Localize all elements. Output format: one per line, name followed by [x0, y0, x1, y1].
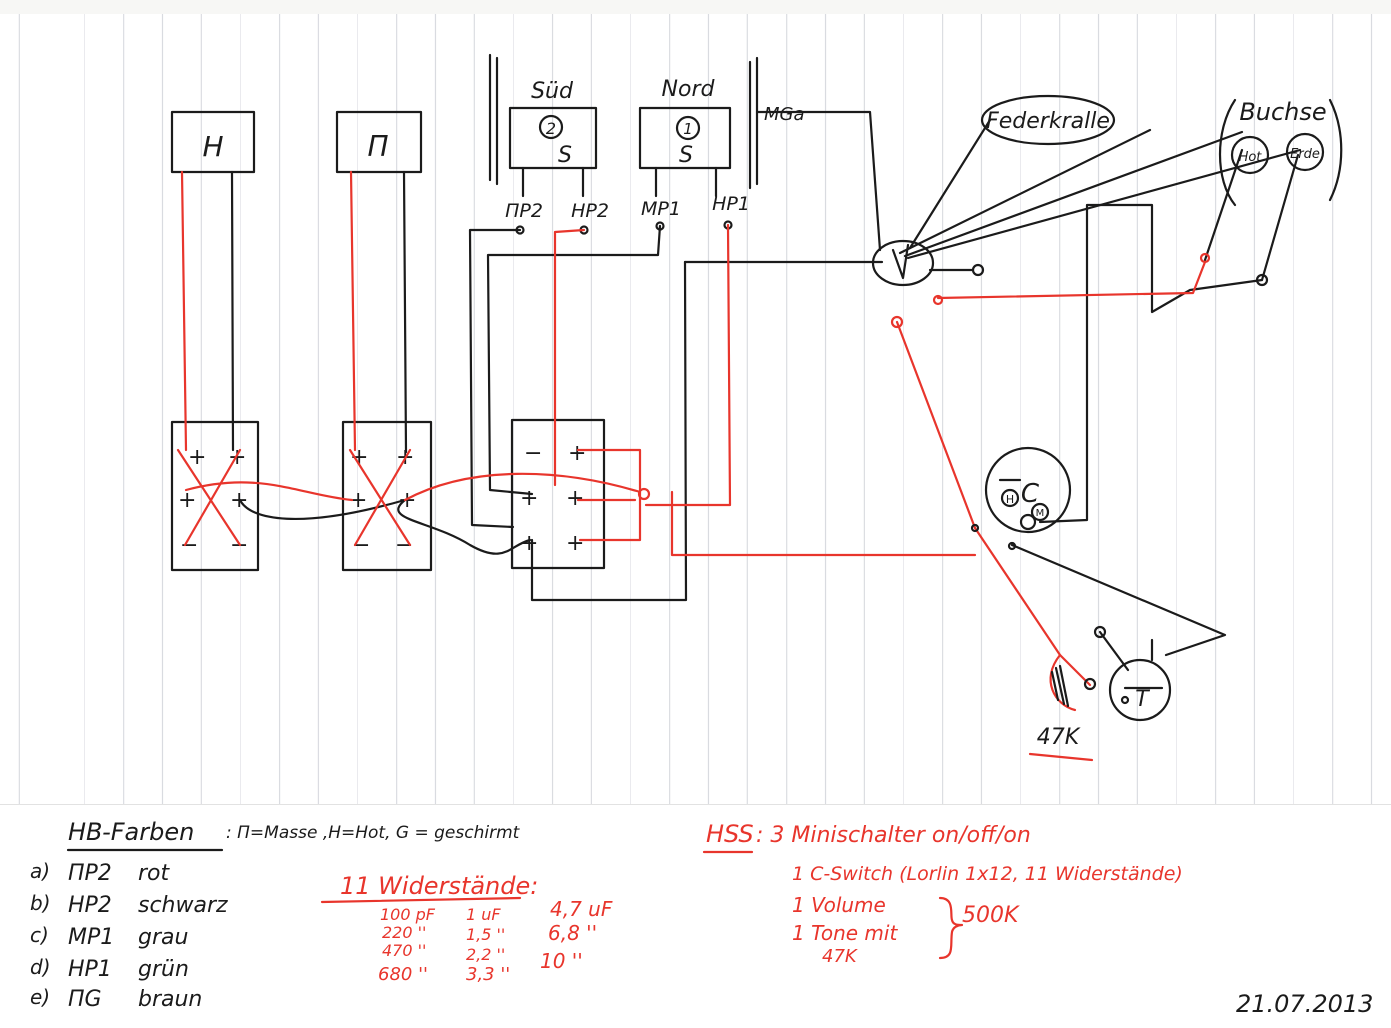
terminal-hp2: HP2	[571, 200, 609, 222]
svg-text:ΠP2: ΠP2	[68, 861, 112, 886]
switch-block-3: − + + + + +	[510, 418, 606, 570]
svg-text:+: +	[520, 486, 538, 511]
hss-line2: 1 C-Switch (Lorlin 1x12, 11 Widerstände)	[792, 863, 1183, 885]
hss-notes: HSS : 3 Minischalter on/off/on 1 C-Switc…	[702, 820, 1183, 967]
svg-text:d): d)	[30, 955, 51, 979]
north-number: 1	[683, 120, 693, 138]
legend-title: HB-Farben	[68, 818, 194, 846]
hss-line4: 1 Tone mit	[792, 921, 898, 945]
resistor-table-title: 11 Widerstände:	[340, 872, 538, 900]
terminal-mp1: MP1	[641, 198, 681, 220]
legend-definition: : Π=Masse ,H=Hot, G = geschirmt	[226, 823, 521, 843]
svg-text:+: +	[349, 488, 367, 513]
svg-text:+: +	[178, 488, 196, 513]
switch-block-2: + + + + − −	[341, 420, 433, 572]
svg-text:100 pF: 100 pF	[380, 905, 436, 924]
svg-text:e): e)	[30, 985, 50, 1009]
svg-text:+: +	[566, 486, 584, 511]
c-switch-m: M	[1036, 508, 1045, 519]
resistor-underline	[1028, 752, 1094, 762]
svg-text:+: +	[568, 441, 586, 466]
svg-text:220 '': 220 ''	[382, 923, 426, 942]
black-wires	[230, 110, 1302, 657]
resistor-label: 47K	[1037, 725, 1081, 750]
jack-ground: Erde	[1290, 147, 1320, 162]
single-coil-north: Nord 1 S	[638, 56, 759, 198]
svg-text:−: −	[524, 441, 542, 466]
north-title: Nord	[662, 77, 716, 102]
svg-text:−: −	[352, 533, 370, 558]
terminal-mg: MGa	[764, 104, 805, 125]
svg-text:−: −	[395, 533, 413, 558]
svg-text:braun: braun	[138, 987, 202, 1012]
south-pole: S	[558, 143, 572, 168]
date-label: 21.07.2013	[1236, 990, 1373, 1018]
svg-text:10 '': 10 ''	[540, 949, 583, 973]
claw-label: Federkralle	[986, 109, 1110, 134]
svg-text:6,8 '': 6,8 ''	[548, 921, 597, 945]
north-pole: S	[679, 143, 693, 168]
jack-hot: Hot	[1239, 150, 1263, 165]
pickup-m-label: Π	[367, 130, 388, 163]
claw: Federkralle	[980, 94, 1116, 146]
svg-text:ΠG: ΠG	[68, 987, 102, 1012]
svg-text:schwarz: schwarz	[138, 893, 228, 918]
tone-pot: T	[1083, 625, 1172, 722]
pickup-h-label: H	[202, 130, 223, 163]
svg-text:+: +	[566, 531, 584, 556]
legend: HB-Farben : Π=Masse ,H=Hot, G = geschirm…	[30, 818, 521, 1012]
resistor-table: 11 Widerstände: 100 pF 1 uF 4,7 uF 220 '…	[320, 872, 613, 985]
south-title: Süd	[531, 79, 574, 104]
svg-text:grün: grün	[138, 957, 189, 982]
hss-line3: 1 Volume	[792, 893, 886, 917]
terminal-mp2: ΠP2	[505, 200, 543, 222]
svg-text:b): b)	[30, 891, 51, 915]
svg-text:+: +	[520, 531, 538, 556]
svg-text:HP1: HP1	[68, 957, 112, 982]
jack-label: Buchse	[1239, 98, 1326, 126]
svg-text:2,2 '': 2,2 ''	[466, 945, 505, 964]
tone-label: T	[1135, 687, 1150, 712]
svg-text:+: +	[350, 445, 368, 470]
svg-text:1 uF: 1 uF	[466, 905, 501, 924]
svg-text:+: +	[398, 488, 416, 513]
resistor-hatch	[1050, 664, 1070, 708]
c-switch: C H M	[970, 446, 1072, 551]
svg-text:3,3 '': 3,3 ''	[466, 964, 510, 985]
hss-value: 500K	[962, 903, 1020, 928]
notes-area	[0, 804, 1391, 1028]
svg-text:rot: rot	[138, 861, 171, 886]
svg-text:680 '': 680 ''	[378, 964, 428, 985]
red-wires	[176, 170, 1211, 712]
hss-line1: : 3 Minischalter on/off/on	[756, 823, 1031, 848]
svg-text:470 '': 470 ''	[382, 941, 426, 960]
switch-block-1: + + + + − −	[170, 420, 260, 572]
svg-text:−: −	[180, 533, 198, 558]
hss-line5: 47K	[822, 946, 858, 967]
c-switch-label: C	[1021, 479, 1040, 509]
svg-text:4,7 uF: 4,7 uF	[550, 897, 613, 921]
svg-text:+: +	[188, 445, 206, 470]
south-number: 2	[546, 119, 556, 138]
single-coil-south: Süd 2 S	[488, 53, 598, 198]
hss-title: HSS	[706, 820, 754, 848]
svg-text:HP2: HP2	[68, 893, 112, 918]
pickup-h: H	[170, 110, 256, 174]
jack: Buchse Hot Erde	[1219, 98, 1343, 287]
c-switch-h: H	[1006, 493, 1014, 506]
svg-text:grau: grau	[138, 925, 188, 950]
svg-text:1,5 '': 1,5 ''	[466, 925, 505, 944]
pickup-m: Π	[335, 110, 423, 174]
svg-text:a): a)	[30, 859, 50, 883]
svg-text:c): c)	[30, 923, 49, 947]
svg-text:MP1: MP1	[68, 925, 114, 950]
terminal-hp1: HP1	[712, 193, 750, 215]
